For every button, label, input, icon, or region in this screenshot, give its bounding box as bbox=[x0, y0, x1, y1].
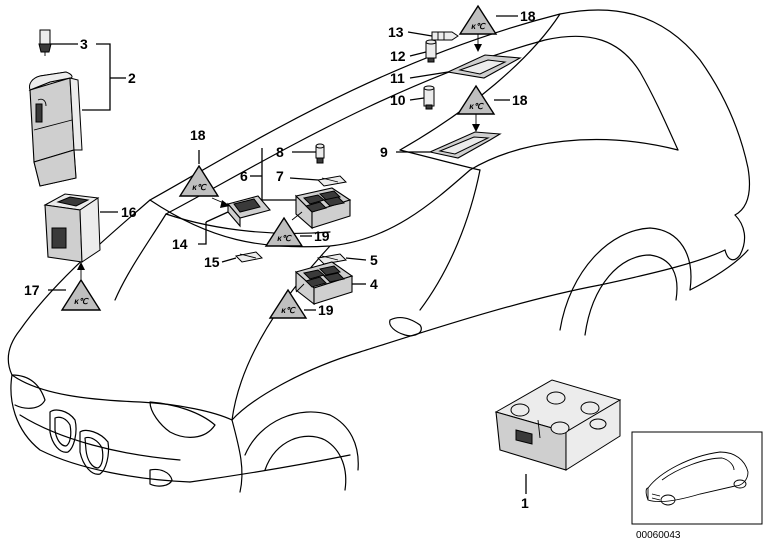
switch-part-14 bbox=[227, 195, 271, 228]
first-aid-kit-part-1 bbox=[494, 379, 622, 471]
bulb-part-15 bbox=[234, 251, 264, 263]
arrowhead-18-left bbox=[220, 200, 230, 208]
callout-12: 12 bbox=[390, 48, 406, 64]
warning-symbol-17: ᴋ℃ bbox=[60, 278, 102, 311]
callout-3: 3 bbox=[80, 36, 88, 52]
arrow-19-upper bbox=[291, 211, 303, 221]
callout-8: 8 bbox=[276, 144, 284, 160]
cover-part-11 bbox=[446, 54, 522, 79]
callout-19-upper: 19 bbox=[314, 228, 330, 244]
warning-symbol-text: ᴋ℃ bbox=[192, 183, 207, 192]
callout-1: 1 bbox=[521, 495, 529, 511]
arrowhead-18-roof bbox=[474, 44, 482, 52]
socket-part-10 bbox=[423, 85, 435, 110]
interior-light-part-9 bbox=[428, 131, 502, 159]
switch-block-part-4 bbox=[294, 261, 354, 306]
callout-14: 14 bbox=[172, 236, 188, 252]
bulb-part-8 bbox=[315, 143, 325, 164]
warning-symbol-text: ᴋ℃ bbox=[469, 102, 484, 111]
socket-part-12 bbox=[425, 39, 437, 63]
inset-thumbnail: 00060043 bbox=[631, 431, 763, 541]
callout-9: 9 bbox=[380, 144, 388, 160]
arrowhead-17 bbox=[77, 262, 85, 270]
callout-17: 17 bbox=[24, 282, 40, 298]
leader-lines bbox=[48, 15, 527, 494]
callout-16: 16 bbox=[121, 204, 137, 220]
warning-symbol-text: ᴋ℃ bbox=[277, 234, 292, 243]
callout-numbers: 3 2 16 17 18 18 18 13 12 11 10 9 8 6 7 1… bbox=[24, 8, 536, 511]
bulb-part-3 bbox=[38, 29, 52, 56]
callout-15: 15 bbox=[204, 254, 220, 270]
warning-symbol-text: ᴋ℃ bbox=[74, 297, 89, 306]
warning-symbol-text: ᴋ℃ bbox=[281, 306, 296, 315]
callout-6: 6 bbox=[240, 168, 248, 184]
warning-symbol-19-lower: ᴋ℃ bbox=[268, 288, 308, 319]
warning-symbol-18-roof: ᴋ℃ bbox=[458, 4, 498, 35]
callout-10: 10 bbox=[390, 92, 406, 108]
warning-symbol-18-left: ᴋ℃ bbox=[178, 164, 220, 197]
callout-18-roof: 18 bbox=[520, 8, 536, 24]
callout-4: 4 bbox=[370, 276, 378, 292]
car-body-outline bbox=[7, 9, 751, 493]
callout-19-lower: 19 bbox=[318, 302, 334, 318]
callout-7: 7 bbox=[276, 168, 284, 184]
reference-number: 00060043 bbox=[636, 530, 681, 541]
festoon-bulb-part-7 bbox=[316, 175, 348, 187]
callout-2: 2 bbox=[128, 70, 136, 86]
callout-18-mid: 18 bbox=[512, 92, 528, 108]
festoon-bulb-part-5 bbox=[316, 253, 348, 265]
switch-box-part-16 bbox=[43, 193, 101, 263]
arrow-19-lower bbox=[295, 283, 305, 293]
bulb-part-13 bbox=[431, 31, 459, 41]
switch-block-part-6 bbox=[294, 187, 352, 230]
warning-symbol-text: ᴋ℃ bbox=[471, 22, 486, 31]
arrowhead-18-mid bbox=[472, 124, 480, 132]
lamp-unit-part-2 bbox=[28, 71, 83, 187]
callout-13: 13 bbox=[388, 24, 404, 40]
warning-symbol-19-upper: ᴋ℃ bbox=[264, 216, 304, 247]
callout-5: 5 bbox=[370, 252, 378, 268]
callout-18-left: 18 bbox=[190, 127, 206, 143]
callout-11: 11 bbox=[390, 70, 405, 86]
